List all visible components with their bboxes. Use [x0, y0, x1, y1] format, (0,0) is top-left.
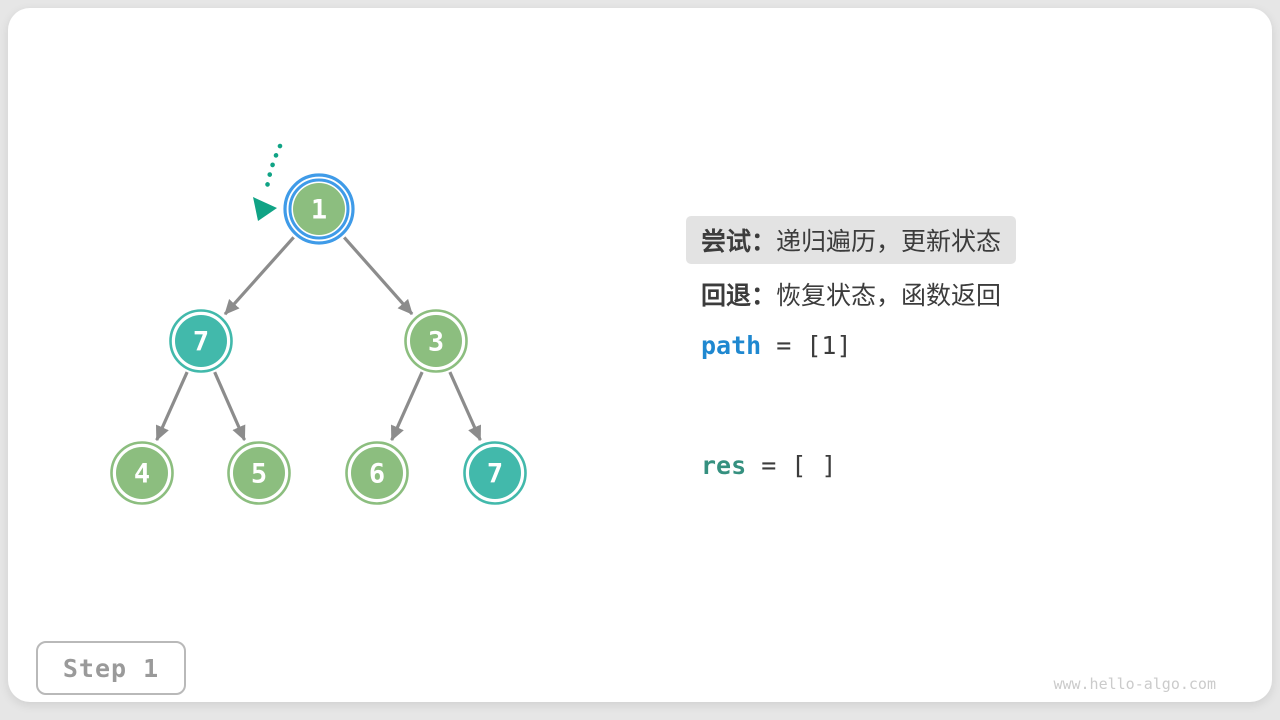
tree-edge	[155, 371, 189, 442]
tree-node-7: 7	[463, 441, 527, 505]
path-variable-name: path	[701, 331, 762, 360]
back-text: 恢复状态，函数返回	[776, 282, 1002, 310]
tree-node-value: 7	[487, 459, 503, 490]
tree-edge	[343, 236, 414, 316]
tree-node-6: 6	[345, 441, 409, 505]
tree-node-value: 6	[369, 459, 385, 490]
step-badge-label: Step 1	[62, 653, 160, 683]
res-variable-value: = [ ]	[746, 451, 837, 480]
tree-node-value: 7	[193, 327, 209, 358]
tree-edge	[390, 371, 424, 442]
res-variable-name: res	[701, 451, 747, 480]
tree-node-4: 4	[110, 441, 174, 505]
try-label: 尝试：	[701, 228, 777, 256]
res-variable-line: res = [ ]	[686, 450, 836, 482]
step-badge: Step 1	[36, 641, 186, 695]
tree-node-7: 7	[169, 309, 233, 373]
tree-node-5: 5	[227, 441, 291, 505]
tree-node-3: 3	[404, 309, 468, 373]
tree-edge	[223, 236, 295, 316]
tree-node-1-current: 1	[283, 173, 355, 245]
tree-node-value: 3	[428, 327, 444, 358]
path-variable-line: path = [1]	[686, 330, 852, 362]
legend-try-line: 尝试：递归遍历，更新状态	[686, 216, 1017, 264]
try-text: 递归遍历，更新状态	[776, 228, 1002, 256]
tree-node-value: 5	[251, 459, 267, 490]
legend-back-line: 回退：恢复状态，函数返回	[686, 280, 1001, 312]
watermark: www.hello-algo.com	[1053, 675, 1216, 693]
tree-edge	[213, 371, 246, 441]
tree-node-value: 4	[134, 459, 150, 490]
tree-node-value: 1	[311, 195, 327, 226]
back-label: 回退：	[701, 282, 777, 310]
tree-edge	[448, 371, 482, 442]
path-variable-value: = [1]	[761, 331, 852, 360]
current-pointer-arrow-icon	[253, 143, 283, 221]
